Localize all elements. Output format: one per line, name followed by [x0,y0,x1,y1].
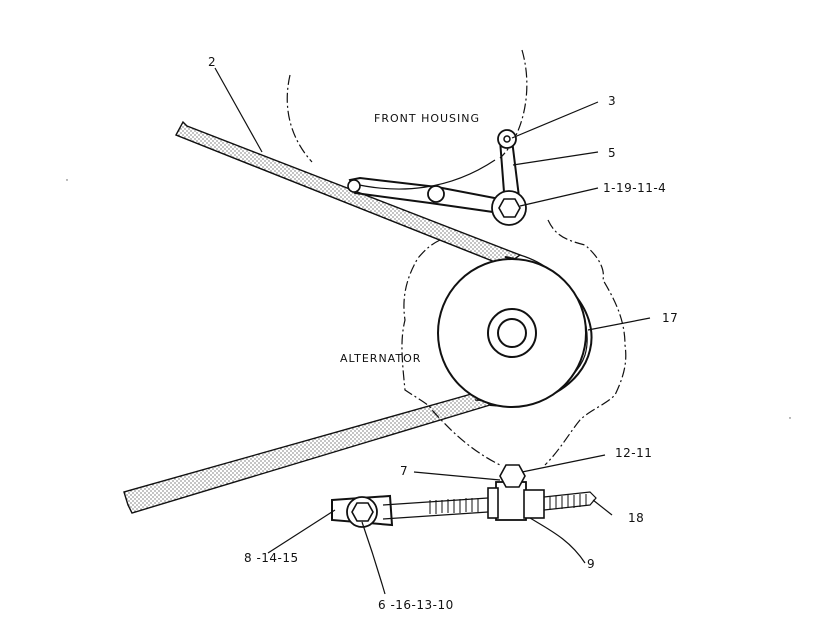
callout-1-19-11-4: 1-19-11-4 [603,181,666,195]
strap-pivot-left [347,179,361,193]
leader-lines [214,67,651,595]
rod-end-hex-bolt [351,502,374,522]
rod-thread [429,494,587,514]
upper-hex-bolt [498,198,521,218]
callout-3: 3 [608,94,616,108]
front-housing-outline [286,49,528,163]
callout-6-16-13-10: 6 -16-13-10 [378,598,454,612]
rod-end-eye [331,494,394,527]
speck-right [789,417,791,419]
front-housing-bottom [349,159,496,190]
alternator-housing-outline [401,219,627,466]
callout-2: 2 [208,55,216,69]
pulley-hub-inner [497,318,527,348]
callout-17: 17 [662,311,678,325]
front-housing-caption: FRONT HOUSING [374,112,480,125]
strap-bolt-middle [427,185,445,203]
callout-9: 9 [587,557,595,571]
callout-8-14-15: 8 -14-15 [244,551,299,565]
lower-nut-left [487,487,499,519]
belt-upper-inner-edge [175,134,506,267]
bracket-top-bolt-center [503,135,511,143]
drive-belt-lower [123,392,492,514]
callout-18: 18 [628,511,644,525]
callout-7: 7 [400,464,408,478]
alternator-caption: ALTERNATOR [340,352,421,365]
lower-hex-bolt [499,464,526,488]
lower-nut-right [523,489,545,519]
speck-left [66,179,68,181]
callout-12-11: 12-11 [615,446,652,460]
callout-5: 5 [608,146,616,160]
